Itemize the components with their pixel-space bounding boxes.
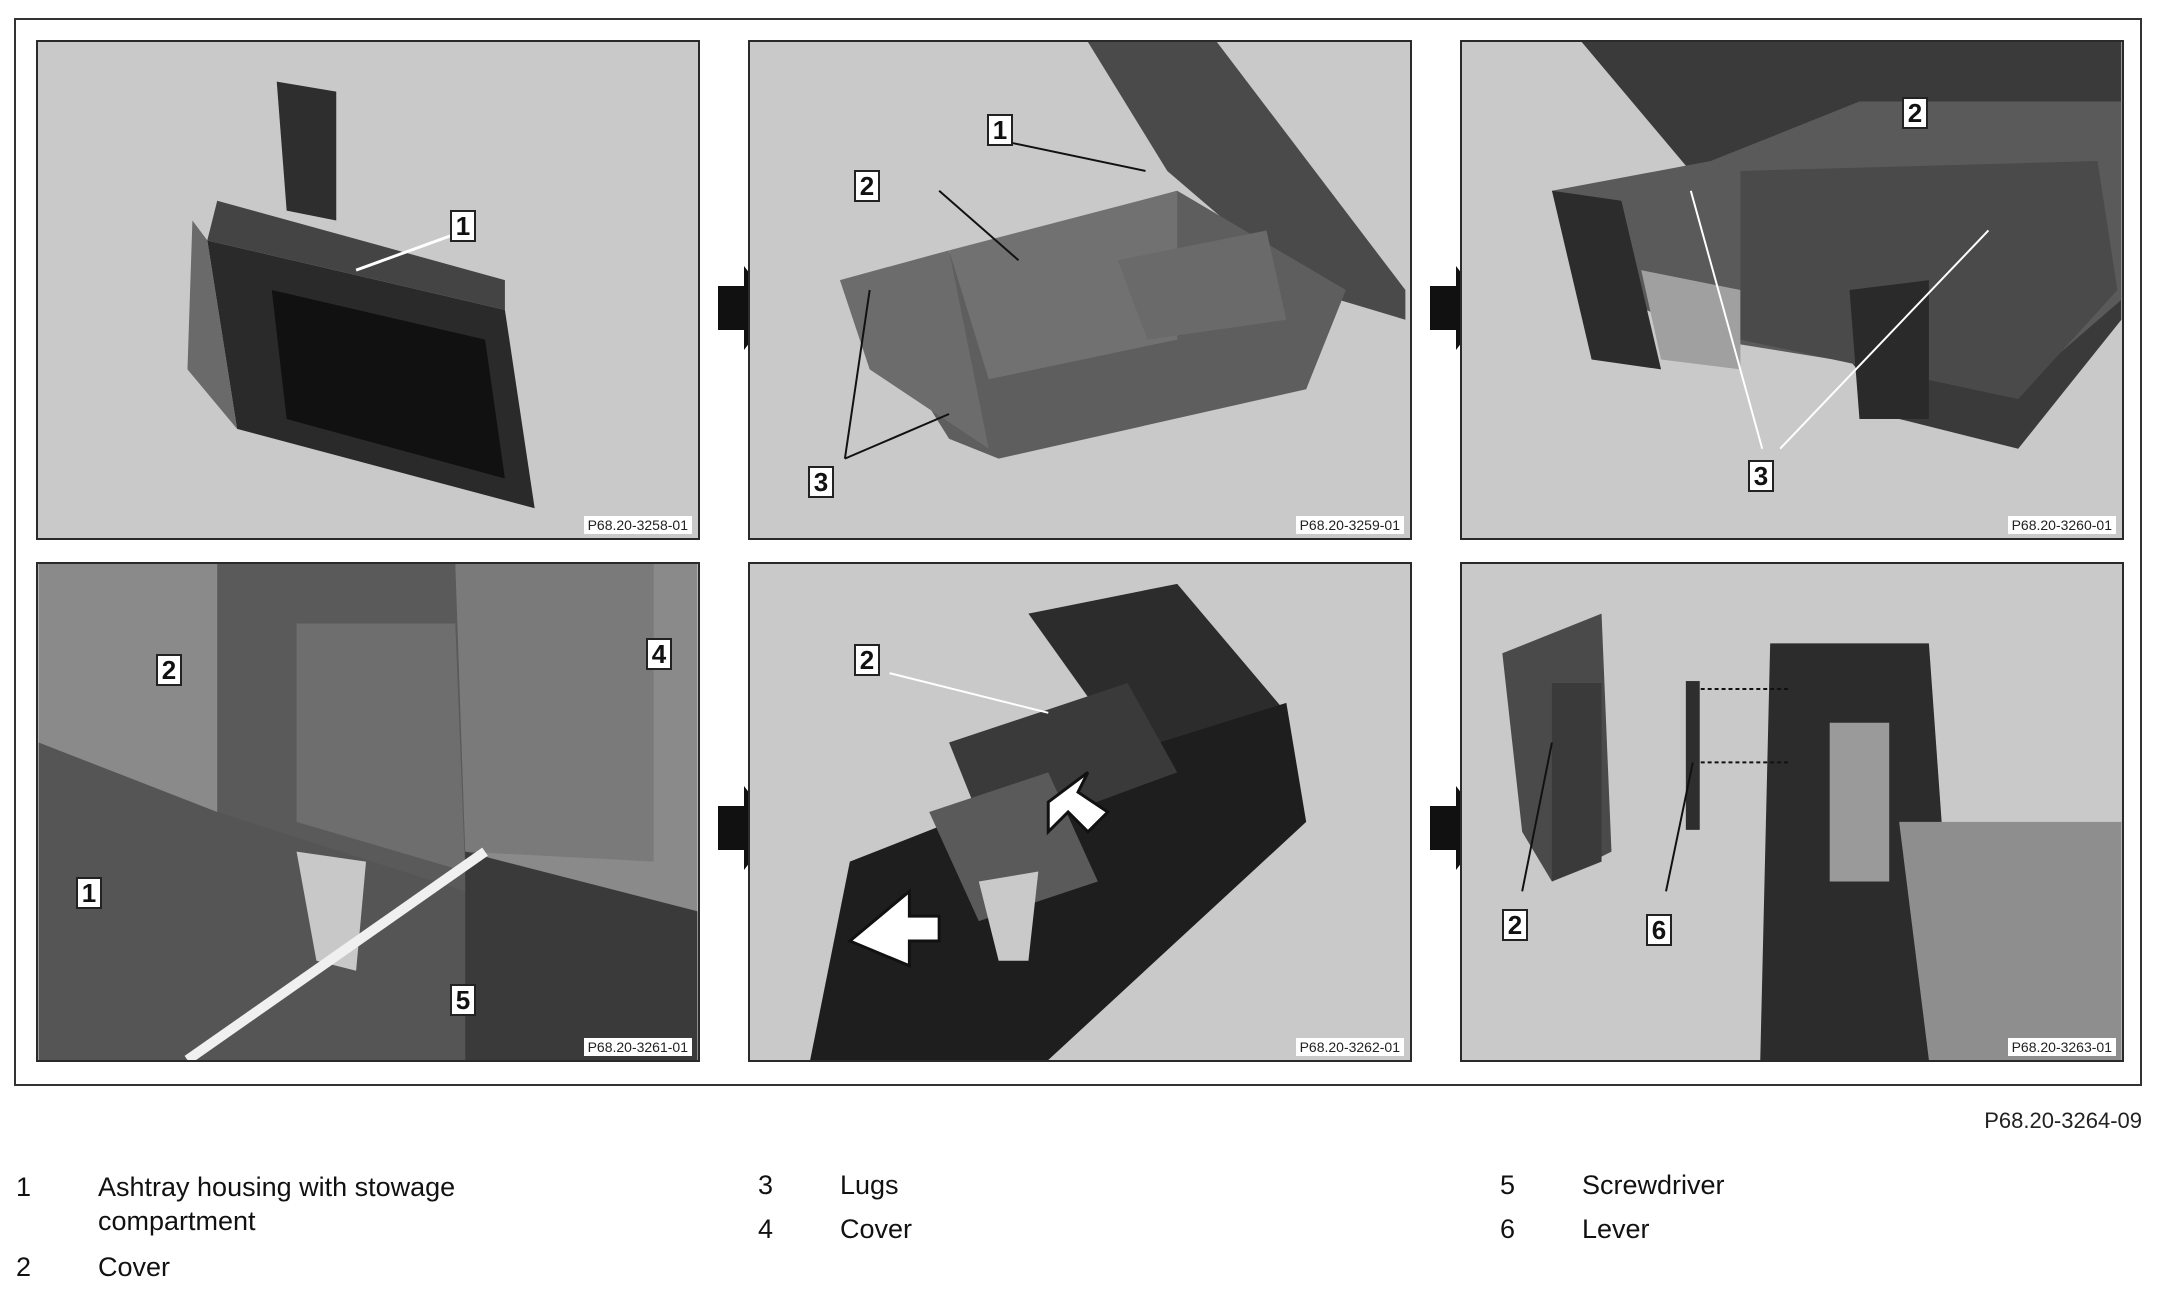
panel-1-callout-1: 1 <box>450 210 476 242</box>
legend-number: 2 <box>16 1252 32 1282</box>
legend-number: 4 <box>758 1214 774 1244</box>
panel-2-illustration <box>839 42 1406 460</box>
legend-number: 6 <box>1500 1214 1516 1244</box>
panel-2-code: P68.20-3259-01 <box>1295 516 1404 534</box>
panel-6-code: P68.20-3263-01 <box>2007 1038 2116 1056</box>
panel-5-callout-2: 2 <box>854 644 880 676</box>
panel-1: 1 P68.20-3258-01 <box>36 40 700 540</box>
panel-5-code: P68.20-3262-01 <box>1295 1038 1404 1056</box>
panel-3: 2 3 P68.20-3260-01 <box>1460 40 2124 540</box>
panel-6-callout-2: 2 <box>1502 909 1528 941</box>
legend-text: Lugs <box>840 1170 899 1200</box>
panel-4-code: P68.20-3261-01 <box>583 1038 692 1056</box>
panel-4-callout-2: 2 <box>156 654 182 686</box>
panel-4-callout-4: 4 <box>646 638 672 670</box>
panel-2-callout-1: 1 <box>987 114 1013 146</box>
legend-number: 1 <box>16 1172 32 1202</box>
panel-2: 1 2 3 P68.20-3259-01 <box>748 40 1412 540</box>
legend-number: 5 <box>1500 1170 1516 1200</box>
panel-5-illustration <box>810 583 1307 1060</box>
figure-reference: P68.20-3264-09 <box>1984 1108 2142 1133</box>
legend-text: Cover <box>98 1252 171 1282</box>
panel-1-illustration <box>187 81 535 509</box>
legend-text: Screwdriver <box>1582 1170 1725 1200</box>
panel-4: 2 4 1 5 P68.20-3261-01 <box>36 562 700 1062</box>
legend-text: Ashtray housing with stowage compartment <box>98 1172 456 1236</box>
panel-4-callout-1: 1 <box>76 877 102 909</box>
panel-1-code: P68.20-3258-01 <box>583 516 692 534</box>
panel-4-illustration <box>38 564 698 1060</box>
legend-text: Cover <box>840 1214 913 1244</box>
panel-6: 2 6 P68.20-3263-01 <box>1460 562 2124 1062</box>
panel-5: 2 P68.20-3262-01 <box>748 562 1412 1062</box>
panel-2-callout-3: 3 <box>808 466 834 498</box>
panel-4-callout-5: 5 <box>450 984 476 1016</box>
figure-frame: 1 P68.20-3258-01 1 2 3 P68.20-3259-01 <box>14 18 2142 1086</box>
panel-3-callout-2: 2 <box>1902 97 1928 129</box>
legend-number: 3 <box>758 1170 774 1200</box>
panel-3-callout-3: 3 <box>1748 460 1774 492</box>
panel-3-illustration <box>1551 42 2122 450</box>
panel-3-code: P68.20-3260-01 <box>2007 516 2116 534</box>
panel-6-callout-6: 6 <box>1646 914 1672 946</box>
panel-2-callout-2: 2 <box>854 170 880 202</box>
panel-6-illustration <box>1502 613 2122 1060</box>
legend-text: Lever <box>1582 1214 1650 1244</box>
